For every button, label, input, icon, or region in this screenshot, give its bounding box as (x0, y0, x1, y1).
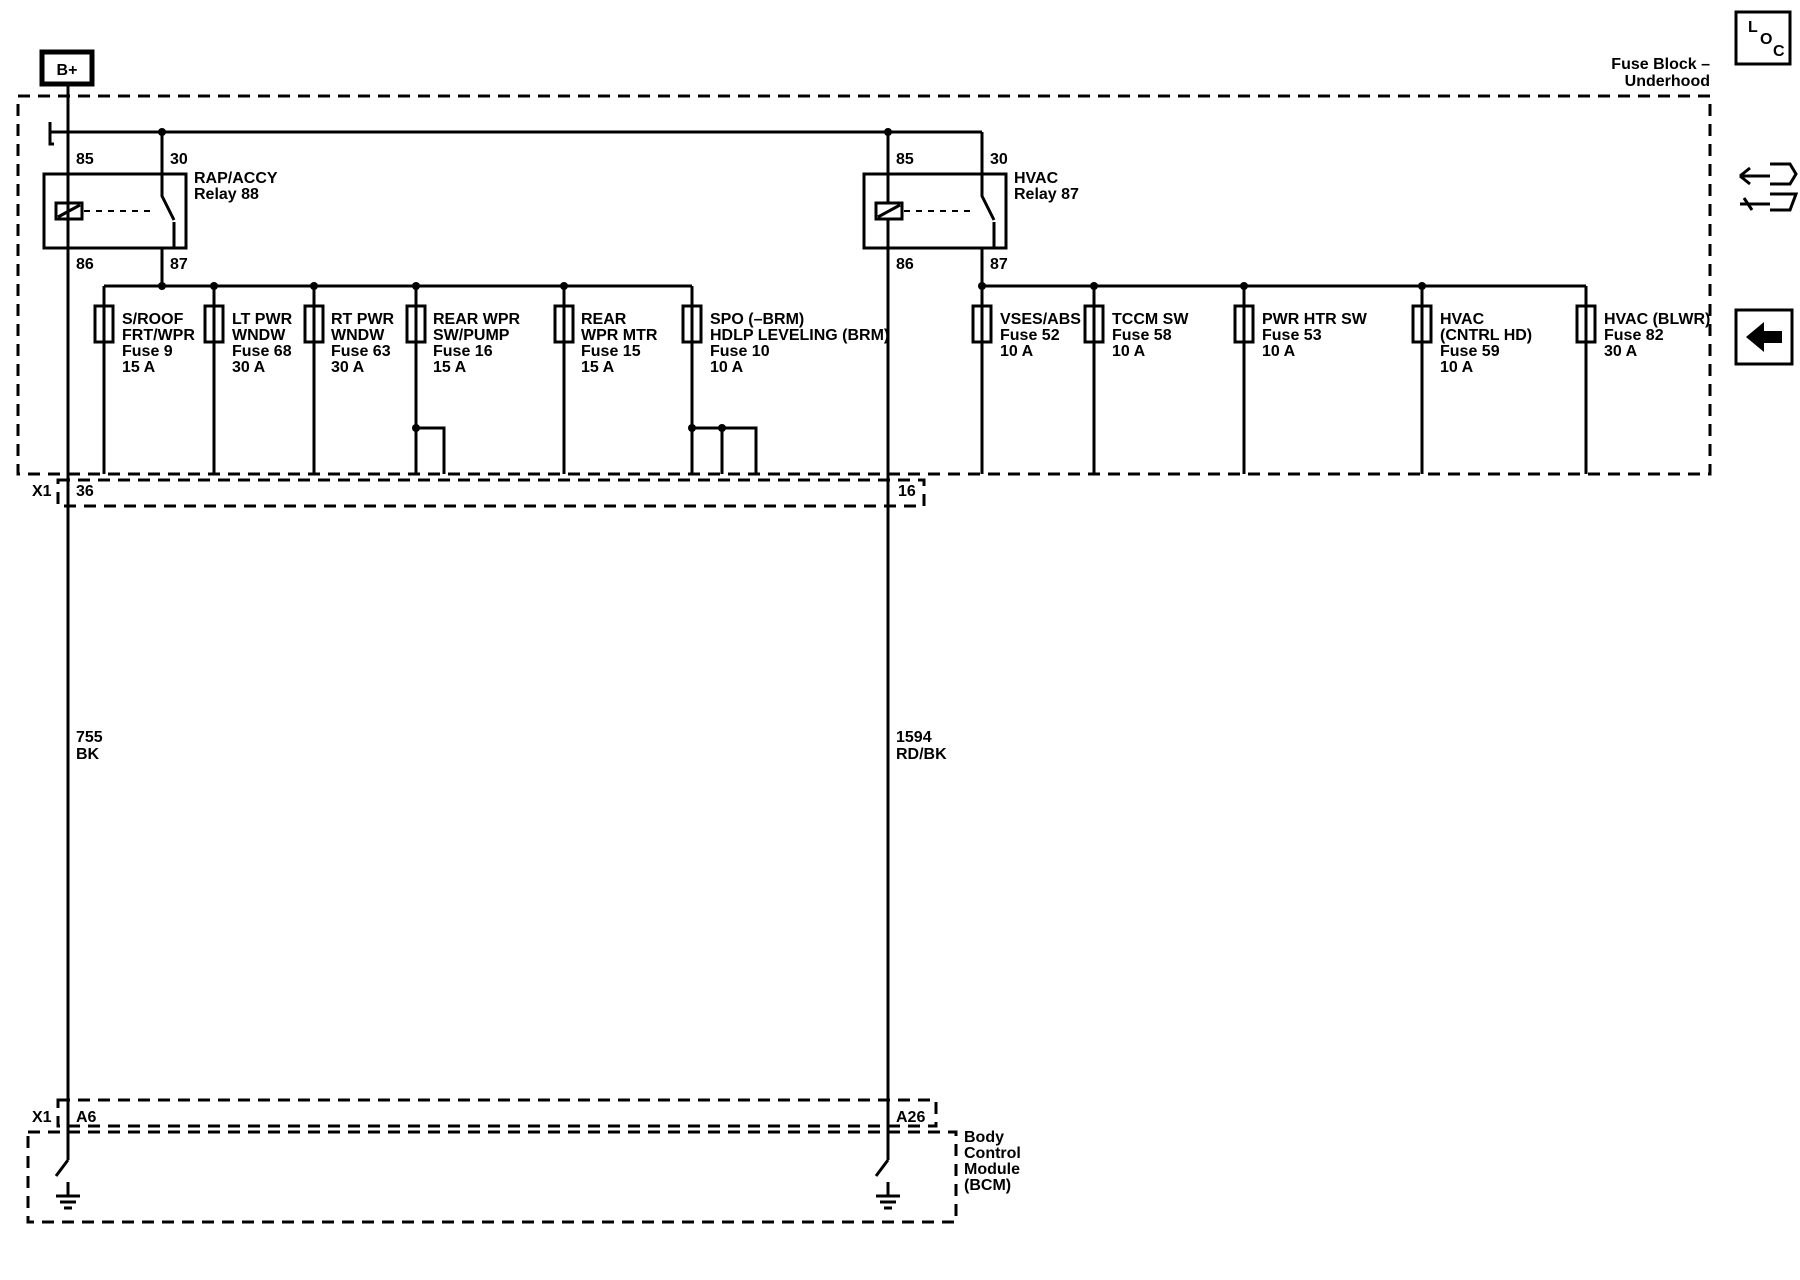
connector-x1-bottom-pin-right: A26 (896, 1109, 925, 1126)
fuse-group (93, 286, 1597, 474)
fuse-label: Fuse 59 (1440, 343, 1500, 360)
bcm-module-outline (26, 1130, 958, 1224)
connector-x1-top-label: X1 (32, 483, 52, 500)
fuse-label: LT PWR (232, 311, 293, 328)
relay-switch-icon (980, 174, 996, 221)
fuse-label: Fuse 63 (331, 343, 391, 360)
fuse-label: 10 A (1440, 359, 1474, 376)
fuse-label: SPO (–BRM) (710, 311, 804, 328)
fuse-label: Fuse 9 (122, 343, 173, 360)
fuse-label: 10 A (710, 359, 744, 376)
wire2-color: RD/BK (896, 746, 947, 763)
connector-x1-top (56, 478, 926, 508)
fuse-block-label-1: Fuse Block – (1611, 56, 1710, 73)
fuse-label: 30 A (232, 359, 266, 376)
fuse-labels: S/ROOF FRT/WPR Fuse 9 15 A LT PWR WNDW F… (122, 311, 1710, 376)
relay2-pin-86: 86 (896, 256, 914, 273)
fuse-label: 30 A (1604, 343, 1638, 360)
bcm-label-2: Control (964, 1145, 1021, 1162)
relay-switch-icon (160, 174, 176, 221)
relay1-number: Relay 88 (194, 186, 259, 203)
fuse-block-label-2: Underhood (1625, 73, 1710, 90)
fuse-label: S/ROOF (122, 311, 184, 328)
fuse-label: 15 A (433, 359, 467, 376)
relay-rap-accy (42, 132, 188, 286)
fuse-label: 15 A (581, 359, 615, 376)
relay1-name: RAP/ACCY (194, 170, 278, 187)
relay2-pin-87: 87 (990, 256, 1008, 273)
loc-icon-c: C (1773, 43, 1785, 60)
fuse-label: Fuse 52 (1000, 327, 1060, 344)
relay1-pin-87: 87 (170, 256, 188, 273)
relay1-pin-85: 85 (76, 151, 94, 168)
connector-icon[interactable] (1739, 162, 1799, 212)
fuse-label: Fuse 58 (1112, 327, 1172, 344)
fuse-label: HDLP LEVELING (BRM) (710, 327, 889, 344)
relay2-pin-30: 30 (990, 151, 1008, 168)
wire1-color: BK (76, 746, 100, 763)
fuse-label: PWR HTR SW (1262, 311, 1368, 328)
relay2-pin-85: 85 (896, 151, 914, 168)
relay-hvac (862, 132, 1008, 286)
fuse-label: WPR MTR (581, 327, 658, 344)
fuse-label: Fuse 15 (581, 343, 641, 360)
fuse-label: SW/PUMP (433, 327, 510, 344)
connector-x1-bottom (56, 1098, 938, 1128)
power-source-label: B+ (57, 62, 78, 79)
fuse-label: HVAC (1440, 311, 1485, 328)
ground-icon (874, 1159, 900, 1210)
connector-x1-top-pin-right: 16 (898, 483, 916, 500)
fuse-label: Fuse 10 (710, 343, 770, 360)
fuse-label: HVAC (BLWR) (1604, 311, 1710, 328)
fuse-label: FRT/WPR (122, 327, 195, 344)
fuse-label: 30 A (331, 359, 365, 376)
fuse-label: (CNTRL HD) (1440, 327, 1532, 344)
relay2-number: Relay 87 (1014, 186, 1079, 203)
fuse-label: REAR WPR (433, 311, 521, 328)
relay1-pin-86: 86 (76, 256, 94, 273)
fuse-label: TCCM SW (1112, 311, 1189, 328)
fuse-label: Fuse 53 (1262, 327, 1322, 344)
fuse-label: Fuse 16 (433, 343, 493, 360)
fuse-label: Fuse 82 (1604, 327, 1664, 344)
fuse-label: RT PWR (331, 311, 395, 328)
fuse-label: VSES/ABS (1000, 311, 1081, 328)
fuse-label: 15 A (122, 359, 156, 376)
relay1-pin-30: 30 (170, 151, 188, 168)
bcm-label-1: Body (964, 1129, 1004, 1146)
relay2-name: HVAC (1014, 170, 1059, 187)
fuse-label: REAR (581, 311, 627, 328)
fuse-label: 10 A (1262, 343, 1296, 360)
fuse-label: 10 A (1112, 343, 1146, 360)
loc-icon[interactable]: L O C (1734, 10, 1792, 66)
connector-x1-bottom-pin-left: A6 (76, 1109, 97, 1126)
connector-x1-top-pin-left: 36 (76, 483, 94, 500)
loc-icon-o: O (1760, 31, 1772, 48)
wire2-circuit: 1594 (896, 729, 932, 746)
ground-icon (54, 1159, 80, 1210)
fuse-label: Fuse 68 (232, 343, 292, 360)
connector-x1-bottom-label: X1 (32, 1109, 52, 1126)
back-arrow-icon[interactable] (1734, 308, 1794, 366)
fuse-label: WNDW (232, 327, 286, 344)
wire1-circuit: 755 (76, 729, 103, 746)
loc-icon-l: L (1748, 19, 1758, 36)
bcm-label-3: Module (964, 1161, 1020, 1178)
fuse-block-outline (16, 94, 1712, 476)
bcm-label-4: (BCM) (964, 1177, 1011, 1194)
fuse-label: 10 A (1000, 343, 1034, 360)
fuse-label: WNDW (331, 327, 385, 344)
